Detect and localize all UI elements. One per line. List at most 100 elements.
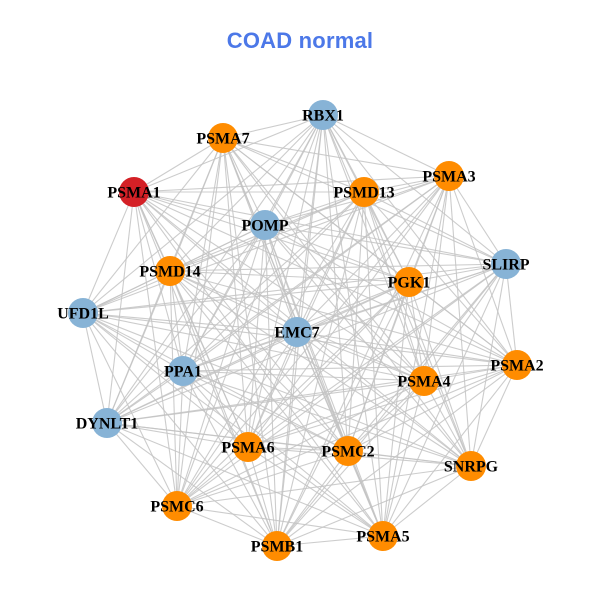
- edge-PSMA1-PSMC2: [133, 191, 349, 452]
- edge-SLIRP-PSMA5: [382, 263, 507, 537]
- edge-PPA1-PSMA4: [182, 370, 425, 382]
- edge-PSMA7-PSMA1: [133, 137, 224, 193]
- edge-PSMD14-PSMA6: [169, 270, 249, 448]
- node-POMP: [250, 210, 280, 240]
- node-PSMC6: [162, 491, 192, 521]
- edge-PGK1-PSMA5: [382, 281, 410, 537]
- edge-EMC7-PPA1: [182, 331, 298, 372]
- edge-PSMA1-POMP: [133, 191, 266, 226]
- edge-PSMA7-PSMA6: [222, 137, 249, 448]
- node-SNRPG: [456, 451, 486, 481]
- node-label-PGK1: PGK1: [388, 275, 431, 292]
- edge-PSMA7-PSMA3: [222, 137, 450, 177]
- edge-PSMA3-PSMB1: [276, 175, 450, 547]
- edge-UFD1L-PSMC6: [82, 312, 178, 507]
- node-label-SNRPG: SNRPG: [444, 459, 499, 476]
- node-PSMD14: [155, 256, 185, 286]
- edge-POMP-PPA1: [182, 224, 266, 372]
- edge-POMP-PSMA6: [247, 224, 266, 448]
- edge-PSMA2-PSMA6: [247, 364, 518, 448]
- edge-PSMA4-PSMC6: [176, 380, 425, 507]
- edge-UFD1L-PSMA6: [82, 312, 249, 448]
- edge-RBX1-PSMC6: [176, 114, 324, 507]
- edge-PSMD13-POMP: [264, 191, 365, 226]
- edge-PSMA3-DYNLT1: [106, 175, 450, 424]
- edge-RBX1-PSMA3: [322, 114, 450, 177]
- edge-PSMC2-PSMC6: [176, 450, 349, 507]
- edge-PSMD13-PGK1: [363, 191, 410, 283]
- node-label-UFD1L: UFD1L: [57, 306, 109, 323]
- edge-PSMA3-SLIRP: [448, 175, 507, 265]
- edge-PSMA5-PSMB1: [276, 535, 384, 547]
- edge-PPA1-PSMB1: [182, 370, 278, 547]
- edge-PSMD13-DYNLT1: [106, 191, 365, 424]
- edge-SNRPG-PSMB1: [276, 465, 472, 547]
- edge-PSMD13-SLIRP: [363, 191, 507, 265]
- node-layer: [68, 100, 532, 561]
- node-EMC7: [282, 317, 312, 347]
- edge-PPA1-PSMC6: [176, 370, 184, 507]
- edge-PSMD14-PSMC6: [169, 270, 178, 507]
- edge-PSMA6-PSMC2: [247, 446, 349, 452]
- edge-POMP-EMC7: [264, 224, 298, 333]
- edge-SLIRP-UFD1L: [82, 263, 507, 314]
- node-label-PSMC2: PSMC2: [321, 444, 374, 461]
- edge-PSMA7-UFD1L: [82, 137, 224, 314]
- edge-PSMA7-PSMC6: [176, 137, 224, 507]
- edge-PSMA1-PSMC6: [133, 191, 178, 507]
- node-PSMD13: [349, 177, 379, 207]
- edge-PSMA2-SNRPG: [470, 364, 518, 467]
- edge-PSMD13-PPA1: [182, 191, 365, 372]
- edge-UFD1L-PPA1: [82, 312, 184, 372]
- edge-SNRPG-PSMC6: [176, 465, 472, 507]
- edge-PSMA2-PSMA5: [382, 364, 518, 537]
- edge-PSMD14-DYNLT1: [106, 270, 171, 424]
- edge-PGK1-PSMA4: [408, 281, 425, 382]
- edge-SLIRP-PGK1: [408, 263, 507, 283]
- edge-PSMA6-PSMC6: [176, 446, 249, 507]
- node-label-PSMA3: PSMA3: [422, 169, 475, 186]
- edge-EMC7-PSMB1: [276, 331, 298, 547]
- edge-PSMC6-PSMB1: [176, 505, 278, 547]
- edge-PSMA1-EMC7: [133, 191, 298, 333]
- node-PSMA6: [233, 432, 263, 462]
- edge-PSMA4-SNRPG: [423, 380, 472, 467]
- node-PSMC2: [333, 436, 363, 466]
- edge-PSMA2-PPA1: [182, 364, 518, 372]
- edge-PSMD14-PGK1: [169, 270, 410, 283]
- node-PSMB1: [262, 531, 292, 561]
- edge-RBX1-PSMA2: [322, 114, 518, 366]
- node-label-SLIRP: SLIRP: [482, 257, 529, 274]
- edge-PSMD14-PSMA2: [169, 270, 518, 366]
- edge-SLIRP-PSMA4: [423, 263, 507, 382]
- edge-UFD1L-SNRPG: [82, 312, 472, 467]
- figure-title: COAD normal: [226, 28, 374, 53]
- node-PSMA5: [368, 521, 398, 551]
- node-DYNLT1: [92, 408, 122, 438]
- edge-POMP-PSMC6: [176, 224, 266, 507]
- node-UFD1L: [68, 298, 98, 328]
- edge-SLIRP-PSMC6: [176, 263, 507, 507]
- node-PSMA7: [208, 123, 238, 153]
- edge-PSMA4-PSMC2: [347, 380, 425, 452]
- edge-PSMA1-SLIRP: [133, 191, 507, 265]
- edge-PSMD13-PSMC6: [176, 191, 365, 507]
- edge-PSMA1-DYNLT1: [106, 191, 135, 424]
- node-PPA1: [168, 356, 198, 386]
- edge-PSMD14-PSMB1: [169, 270, 278, 547]
- edge-PPA1-PSMA5: [182, 370, 384, 537]
- edge-PSMD13-PSMA2: [363, 191, 518, 366]
- edge-POMP-DYNLT1: [106, 224, 266, 424]
- node-label-PSMD14: PSMD14: [139, 264, 200, 281]
- edge-PSMA2-DYNLT1: [106, 364, 518, 424]
- edge-RBX1-PSMA7: [222, 114, 324, 139]
- edge-PSMA3-PSMA6: [247, 175, 450, 448]
- edge-PSMD14-PSMA5: [169, 270, 384, 537]
- edge-SLIRP-PSMA2: [505, 263, 518, 366]
- edge-PSMA4-DYNLT1: [106, 380, 425, 424]
- edge-POMP-PSMA2: [264, 224, 518, 366]
- edge-PSMA7-SNRPG: [222, 137, 472, 467]
